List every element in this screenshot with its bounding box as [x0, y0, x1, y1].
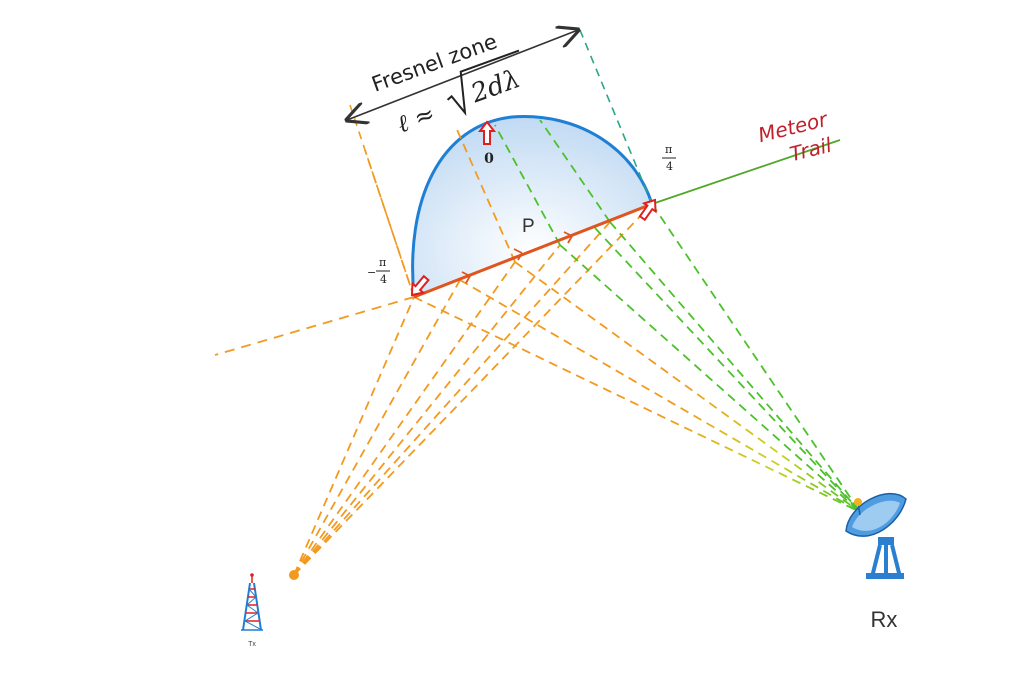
radical-sign	[446, 49, 520, 116]
meteor-trail	[413, 202, 653, 299]
phase-label-right: π 4	[662, 143, 676, 173]
tx-ray	[293, 296, 415, 576]
tx-ray-extension	[364, 149, 415, 298]
phase-left-numerator: π	[379, 256, 386, 269]
rx-ray	[609, 221, 861, 513]
rx-ray	[651, 203, 861, 513]
fresnel-zone-region	[412, 116, 652, 297]
tx-ray	[293, 221, 611, 576]
phase-arrow-right	[638, 198, 657, 222]
scatter-ray	[514, 261, 861, 513]
scatter-ray	[459, 279, 861, 513]
tx-tower-icon	[241, 573, 263, 631]
phase-right-numerator: π	[665, 143, 672, 156]
rx-label: Rx	[871, 607, 898, 632]
scatter-ray-bundle	[413, 261, 861, 513]
fresnel-extension-right	[579, 29, 653, 205]
meteor-trail-continuation	[651, 139, 841, 205]
tx-ray	[293, 203, 653, 576]
phase-arrow-icon	[477, 120, 497, 145]
rx-ray	[559, 244, 861, 513]
rx-ray	[594, 227, 861, 513]
rx-ray-extension	[539, 119, 611, 223]
phase-left-denominator: 4	[380, 273, 387, 286]
point-p-label: P	[522, 216, 535, 237]
phase-left-sign: −	[367, 266, 376, 279]
trail-arrowheads	[461, 231, 573, 284]
phase-label-left: − π 4	[367, 256, 390, 286]
trail-arrowhead	[461, 271, 471, 284]
tx-ray	[293, 261, 516, 576]
scatter-ray	[413, 296, 861, 513]
phase-arrow-left	[410, 274, 430, 297]
phase-arrow-icon	[410, 274, 430, 297]
trail-arrowhead	[513, 248, 523, 261]
phase-arrow-center	[477, 120, 497, 145]
meteor-trail-label: Meteor Trail	[756, 107, 835, 167]
phase-right-denominator: 4	[666, 160, 673, 173]
tx-source-point	[289, 570, 299, 580]
rx-dish-icon	[845, 492, 907, 579]
tx-ray-bundle	[293, 124, 653, 576]
tx-ray-extension	[454, 124, 516, 263]
tx-label: Tx	[248, 641, 256, 648]
trail-extension-dashed	[214, 296, 415, 356]
fresnel-dimension-line	[347, 30, 578, 120]
tx-ray	[293, 279, 461, 576]
rx-ray-extension	[494, 124, 561, 246]
dish-feed	[854, 498, 862, 506]
rx-ray-bundle	[494, 119, 861, 513]
formula-lhs: ℓ ≈	[394, 99, 439, 138]
phase-arrow-icon	[638, 198, 657, 222]
phase-zero-label: 0	[484, 151, 494, 167]
tx-ray	[293, 244, 561, 576]
trail-arrowhead	[563, 231, 573, 244]
